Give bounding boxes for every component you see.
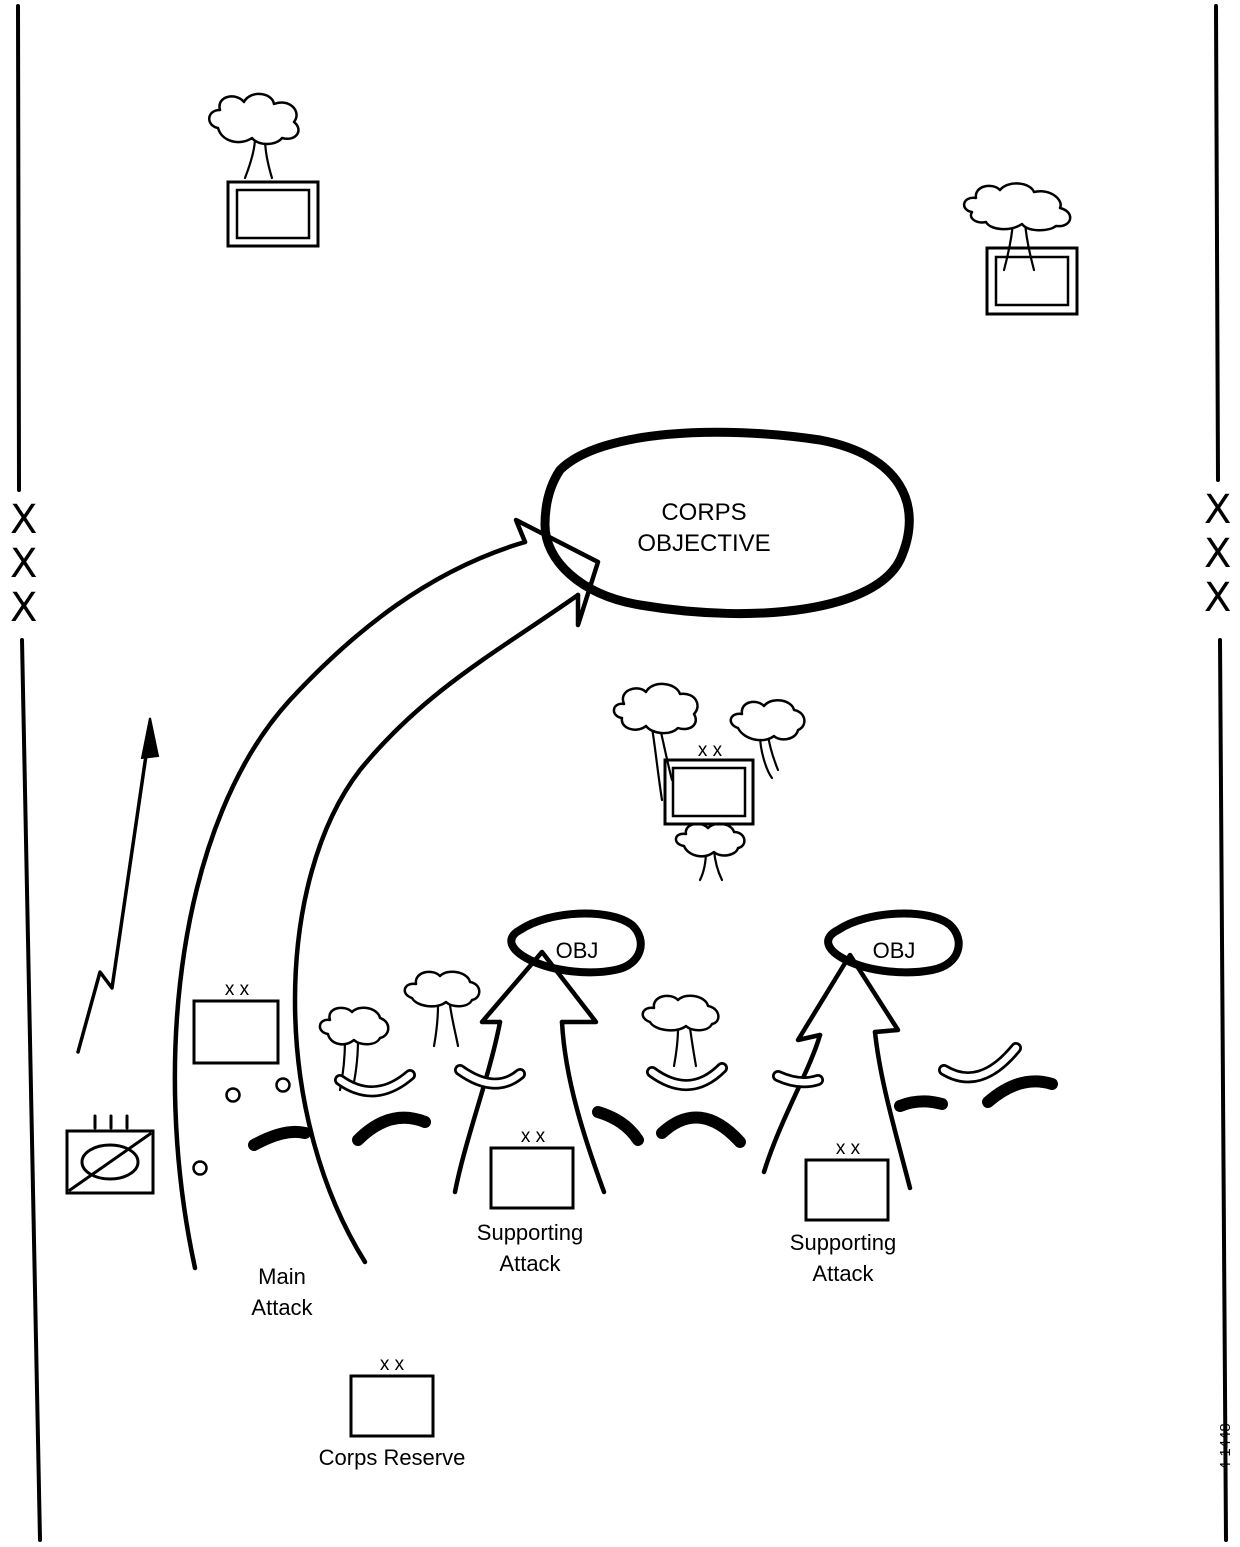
cavalry-unit-crossed: [65, 1114, 155, 1195]
corps-objective-line2: OBJECTIVE: [637, 530, 770, 557]
echelon-division: x x: [521, 1126, 546, 1147]
left-boundary-x-2: X: [10, 541, 37, 587]
figure-number: 4-1448: [1217, 1423, 1234, 1470]
corps-reserve-division: x x Corps Reserve: [319, 1354, 466, 1470]
supporting-attack-2-line2: Attack: [812, 1261, 874, 1286]
corps-objective-line1: CORPS: [661, 499, 746, 526]
objective-left-label: OBJ: [556, 938, 599, 963]
friendly-division-supporting-2: x x Supporting Attack: [790, 1138, 896, 1286]
echelon-division: x x: [836, 1138, 861, 1159]
enemy-reserve-top-left: [208, 92, 320, 248]
enemy-division-center: x x: [612, 682, 806, 882]
right-corps-boundary: X X X: [1204, 4, 1231, 1542]
corps-reserve-label: Corps Reserve: [319, 1445, 466, 1470]
friendly-division-left: x x: [192, 979, 280, 1065]
supporting-attack-arrow-2: [761, 952, 913, 1191]
nuclear-burst-icon: [318, 1006, 390, 1092]
supporting-attack-arrow-1: [452, 949, 607, 1195]
position-markers: [192, 1077, 291, 1176]
nuclear-burst-icon: [963, 182, 1072, 272]
supporting-attack-1-line2: Attack: [499, 1251, 561, 1276]
supporting-attack-2-line1: Supporting: [790, 1230, 896, 1255]
supporting-attack-1-line1: Supporting: [477, 1220, 583, 1245]
echelon-division: x x: [225, 979, 250, 1000]
nuclear-burst-icon: [403, 970, 481, 1048]
right-boundary-x-3: X: [1204, 575, 1231, 621]
left-boundary-x-1: X: [10, 497, 37, 543]
left-boundary-x-3: X: [10, 585, 37, 631]
aerial-reconnaissance-arrow: [76, 717, 160, 1054]
echelon-division: x x: [698, 740, 723, 761]
nuclear-burst-icon: [674, 822, 746, 882]
main-attack-line2: Attack: [251, 1295, 313, 1320]
right-boundary-x-1: X: [1204, 487, 1231, 533]
nuclear-burst-icon: [208, 92, 300, 180]
objective-left: OBJ: [507, 909, 645, 977]
main-attack-line1: Main: [258, 1264, 306, 1289]
main-attack-arrow: [172, 517, 601, 1271]
nuclear-burst-icon: [729, 698, 806, 780]
corps-objective: CORPS OBJECTIVE: [540, 427, 914, 619]
enemy-reserve-top-right: [963, 182, 1079, 316]
objective-right: OBJ: [824, 909, 963, 977]
nuclear-burst-icon: [612, 682, 699, 802]
friendly-front-line: [334, 1042, 1022, 1098]
left-corps-boundary: X X X: [10, 4, 42, 1542]
right-boundary-x-2: X: [1204, 531, 1231, 577]
nuclear-burst-icon: [641, 994, 720, 1068]
objective-right-label: OBJ: [873, 938, 916, 963]
echelon-division: x x: [380, 1354, 405, 1375]
enemy-front-line: [248, 1075, 1058, 1151]
friendly-division-supporting-1: x x Supporting Attack: [477, 1126, 583, 1276]
